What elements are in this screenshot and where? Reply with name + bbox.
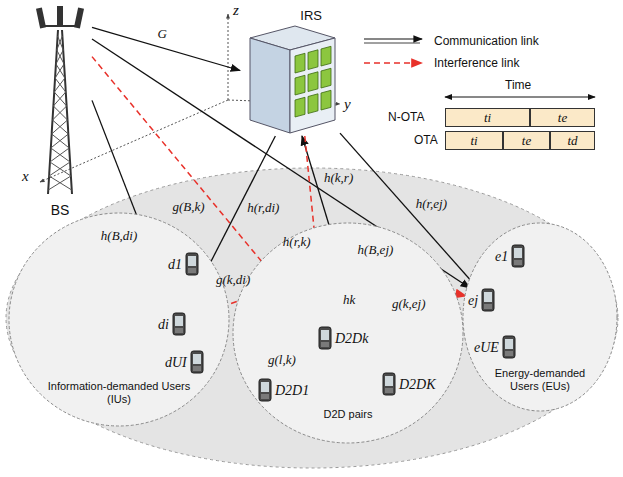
time-slot: td bbox=[550, 131, 595, 150]
user-device: D2Dk bbox=[318, 326, 368, 350]
node-label: IRS bbox=[300, 8, 322, 24]
node-label: BS bbox=[51, 202, 70, 218]
phone-icon bbox=[258, 378, 272, 402]
phone-icon bbox=[185, 252, 199, 276]
annotation-label: y bbox=[344, 96, 351, 113]
device-label: ej bbox=[468, 293, 478, 308]
device-label: e1 bbox=[495, 249, 508, 264]
slot-label: te bbox=[558, 110, 567, 126]
device-label: d1 bbox=[168, 257, 182, 272]
user-device: eUE bbox=[474, 335, 516, 359]
channel-label: h(r,di) bbox=[247, 200, 279, 216]
annotation-label: g(k,di) bbox=[216, 272, 250, 288]
user-device: e1 bbox=[495, 244, 525, 268]
coverage-area bbox=[6, 168, 618, 468]
time-slot: ti bbox=[445, 108, 530, 127]
region-label: Information-demanded Users (IUs) bbox=[37, 380, 202, 406]
phone-icon bbox=[481, 288, 495, 312]
axes bbox=[40, 14, 340, 182]
user-group-region: Information-demanded Users (IUs) d1 di dUI bbox=[8, 212, 230, 427]
legend-line-sample bbox=[362, 35, 426, 47]
device-label: dUI bbox=[165, 355, 187, 370]
user-device: D2DK bbox=[382, 372, 436, 396]
slot-label: te bbox=[522, 133, 531, 149]
legend-entry: Interference link bbox=[362, 56, 519, 70]
base-station: BS bbox=[28, 6, 92, 218]
irs-node: IRS bbox=[240, 8, 340, 136]
annotation-label: z bbox=[233, 2, 239, 19]
user-device: dUI bbox=[165, 350, 204, 374]
phone-icon bbox=[190, 350, 204, 374]
annotation-label: h(k,r) bbox=[324, 170, 353, 186]
user-device: ej bbox=[468, 288, 495, 312]
channel-label: G bbox=[158, 26, 167, 42]
phone-icon bbox=[318, 326, 332, 350]
annotation-label: g(l,k) bbox=[268, 352, 296, 368]
phone-icon bbox=[172, 312, 186, 336]
annotation-label: OTA bbox=[414, 133, 438, 147]
channel-label: h(r,ej) bbox=[416, 196, 447, 212]
user-group-region: D2D pairs D2D1 D2DkD2DK bbox=[232, 222, 464, 444]
user-group-region: Energy-demanded Users (EUs) e1 ej eUE bbox=[462, 222, 618, 412]
phone-icon bbox=[502, 335, 516, 359]
legend-text: Interference link bbox=[434, 56, 519, 70]
device-label: di bbox=[158, 317, 169, 332]
region-label: Energy-demanded Users (EUs) bbox=[490, 367, 590, 393]
device-label: D2DK bbox=[399, 377, 436, 392]
irs-building bbox=[240, 8, 340, 136]
annotation-label: N-OTA bbox=[388, 110, 424, 124]
annotation-label: g(k,ej) bbox=[392, 296, 426, 312]
time-slot: te bbox=[503, 131, 550, 150]
annotation-label: Time bbox=[505, 78, 531, 92]
phone-icon bbox=[382, 372, 396, 396]
legend-entry: Communication link bbox=[362, 34, 539, 48]
device-label: D2D1 bbox=[275, 383, 309, 398]
legend-line-sample bbox=[362, 57, 426, 69]
annotation-label: hk bbox=[343, 292, 355, 308]
slot-label: ti bbox=[484, 110, 491, 126]
user-device: D2D1 bbox=[258, 378, 309, 402]
slot-label: ti bbox=[470, 133, 477, 149]
user-device: di bbox=[158, 312, 186, 336]
channel-label: h(r,k) bbox=[283, 234, 311, 250]
time-slot: te bbox=[530, 108, 595, 127]
channel-label: h(B,di) bbox=[101, 228, 137, 244]
time-arrow bbox=[445, 97, 595, 98]
channel-label: h(B,ej) bbox=[358, 242, 394, 258]
time-slot: ti bbox=[445, 131, 503, 150]
device-label: eUE bbox=[474, 340, 499, 355]
channel-label: g(B,k) bbox=[172, 199, 204, 215]
phone-icon bbox=[511, 244, 525, 268]
legend-text: Communication link bbox=[434, 34, 539, 48]
tower-icon bbox=[28, 6, 92, 196]
slot-label: td bbox=[567, 133, 577, 149]
user-device: d1 bbox=[168, 252, 199, 276]
region-label: D2D pairs bbox=[298, 408, 398, 421]
annotation-label: x bbox=[22, 168, 29, 185]
device-label: D2Dk bbox=[335, 331, 368, 346]
